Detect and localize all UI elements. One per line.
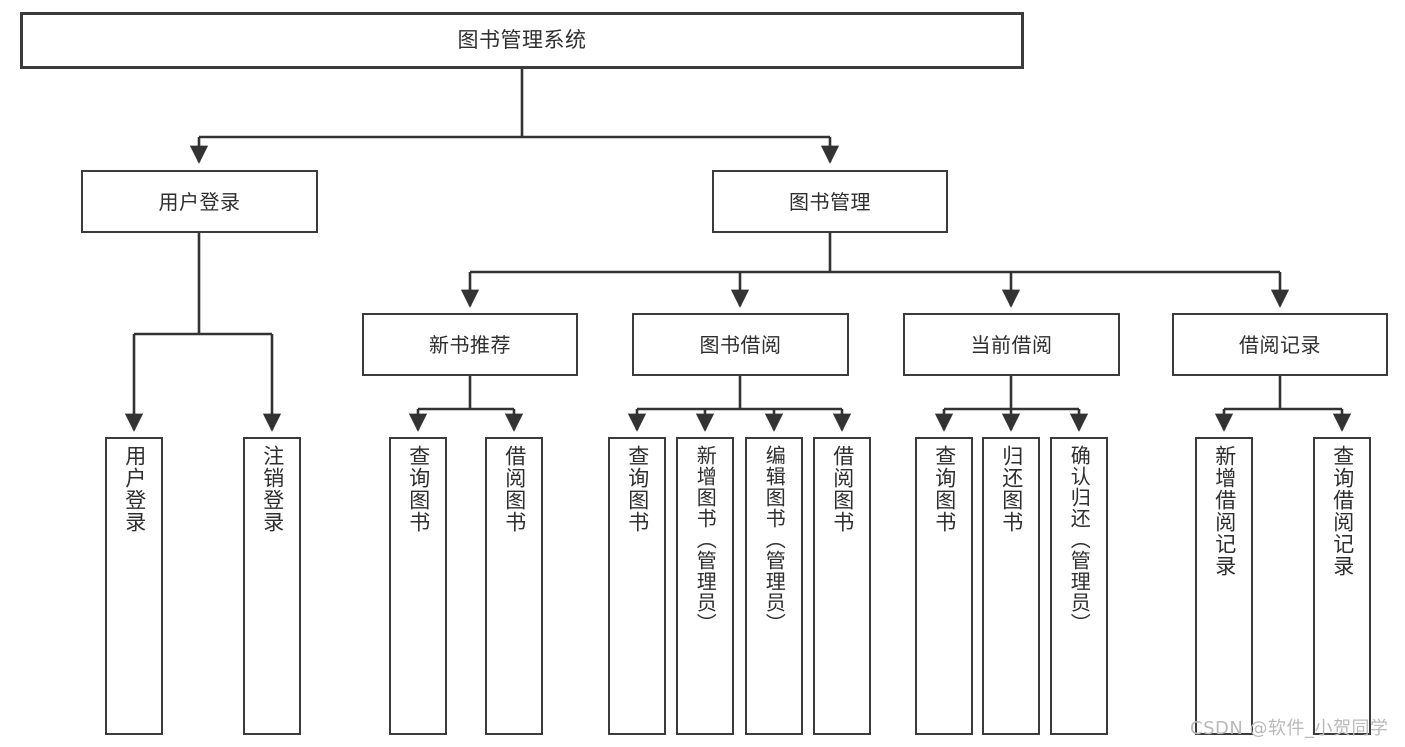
leaf-new-book-query-label: 查询图书	[406, 445, 431, 533]
leaf-user-login-signin-label: 用户登录	[122, 445, 147, 533]
leaf-user-login-signin[interactable]: 用户登录	[105, 437, 163, 735]
leaf-query-borrow-record-label: 查询借阅记录	[1330, 445, 1355, 577]
leaf-return-book[interactable]: 归还图书	[982, 437, 1040, 735]
watermark-text: CSDN @软件_小贺同学	[1190, 718, 1389, 739]
leaf-book-add-admin[interactable]: 新增图书（管理员）	[676, 437, 734, 735]
leaf-current-borrow-query-label: 查询图书	[932, 445, 957, 533]
node-current-borrow-label: 当前借阅	[970, 332, 1053, 357]
leaf-book-borrow-action[interactable]: 借阅图书	[813, 437, 871, 735]
leaf-book-edit-admin[interactable]: 编辑图书（管理员）	[745, 437, 803, 735]
node-new-book-recommend[interactable]: 新书推荐	[362, 313, 578, 376]
leaf-user-login-signout[interactable]: 注销登录	[243, 437, 301, 735]
leaf-user-login-signout-label: 注销登录	[260, 445, 285, 533]
leaf-confirm-return-admin-label: 确认归还（管理员）	[1067, 445, 1092, 634]
leaf-book-edit-admin-label: 编辑图书（管理员）	[762, 445, 787, 634]
node-borrow-record-label: 借阅记录	[1239, 332, 1321, 357]
leaf-add-borrow-record[interactable]: 新增借阅记录	[1195, 437, 1253, 735]
leaf-new-book-borrow-label: 借阅图书	[502, 445, 527, 533]
node-root-system[interactable]: 图书管理系统	[20, 12, 1024, 69]
node-new-book-recommend-label: 新书推荐	[429, 332, 511, 357]
node-current-borrow[interactable]: 当前借阅	[903, 313, 1120, 376]
node-book-borrow-label: 图书借阅	[699, 332, 782, 357]
leaf-add-borrow-record-label: 新增借阅记录	[1212, 445, 1237, 577]
node-book-management-label: 图书管理	[789, 189, 871, 214]
leaf-return-book-label: 归还图书	[999, 445, 1024, 533]
node-book-borrow[interactable]: 图书借阅	[632, 313, 849, 376]
leaf-new-book-borrow[interactable]: 借阅图书	[485, 437, 543, 735]
leaf-book-borrow-query-label: 查询图书	[625, 445, 650, 533]
leaf-book-add-admin-label: 新增图书（管理员）	[693, 445, 718, 634]
node-book-management[interactable]: 图书管理	[712, 170, 948, 233]
node-borrow-record[interactable]: 借阅记录	[1172, 313, 1388, 376]
leaf-book-borrow-query[interactable]: 查询图书	[608, 437, 666, 735]
leaf-current-borrow-query[interactable]: 查询图书	[915, 437, 973, 735]
leaf-confirm-return-admin[interactable]: 确认归还（管理员）	[1050, 437, 1108, 735]
node-user-login-label: 用户登录	[158, 189, 241, 214]
node-user-login[interactable]: 用户登录	[81, 170, 318, 233]
leaf-book-borrow-action-label: 借阅图书	[830, 445, 855, 533]
leaf-new-book-query[interactable]: 查询图书	[389, 437, 447, 735]
node-root-label: 图书管理系统	[457, 27, 587, 52]
leaf-query-borrow-record[interactable]: 查询借阅记录	[1313, 437, 1371, 735]
